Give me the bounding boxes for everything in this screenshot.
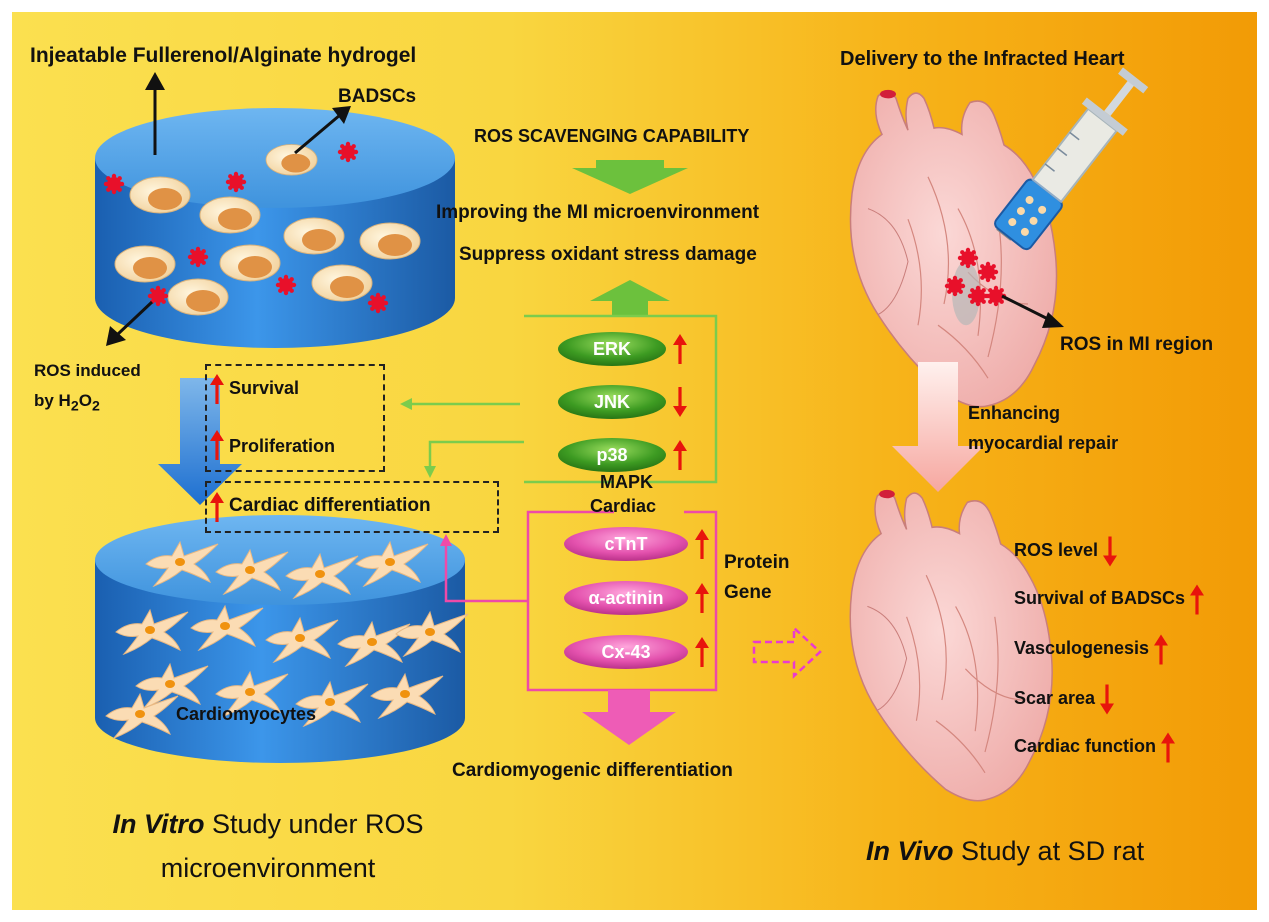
mapk-box	[524, 314, 718, 484]
outcome-trend-down-icon	[1100, 684, 1114, 715]
cardiac-differentiation-label: Cardiac differentiation	[229, 495, 431, 516]
blue-down-arrow	[158, 378, 242, 505]
cardiomyocyte-cylinder	[95, 515, 469, 763]
protein-label: Protein	[724, 552, 790, 573]
differentiation-box	[205, 481, 499, 533]
dashed-arrow	[752, 625, 822, 679]
in-vivo-caption: In Vivo Study at SD rat	[866, 836, 1144, 867]
gene-label: Gene	[724, 582, 772, 603]
outcome-cardiac-function: Cardiac function	[1014, 736, 1157, 756]
ros-mi-region-label: ROS in MI region	[1060, 334, 1214, 355]
cardiac-trend-up-icon	[695, 529, 709, 559]
green-up-arrow	[590, 280, 670, 316]
suppress-stress-label: Suppress oxidant stress damage	[459, 244, 757, 265]
outcome-trend-up-icon	[1154, 634, 1168, 665]
in-vivo-italic: In Vivo	[866, 836, 954, 866]
improving-mi-label: Improving the MI microenvironment	[436, 202, 760, 223]
outcome-scar-area: Scar area	[1014, 688, 1096, 708]
syringe	[994, 67, 1149, 251]
cardiac-trend-up-icon	[695, 583, 709, 613]
ros-scavenging-label: ROS SCAVENGING CAPABILITY	[474, 126, 750, 146]
mapk-pill-label: p38	[596, 445, 627, 465]
cardiac-label: Cardiac	[590, 496, 657, 516]
ros-induced-line1: ROS induced	[34, 361, 141, 380]
cardiac-pill-2: Cx-43	[564, 635, 709, 669]
ros-induced-sub1: 2	[70, 398, 79, 415]
outcome-trend-up-icon	[1161, 732, 1175, 763]
outcome-trend-down-icon	[1103, 536, 1117, 567]
cardiac-pill-1: α-actinin	[564, 581, 709, 615]
mapk-pill-1: JNK	[558, 385, 687, 419]
in-vitro-rest: Study under ROS	[204, 809, 424, 839]
ros-induced-label: ROS induced by H2O2	[34, 356, 141, 421]
in-vivo-rest: Study at SD rat	[953, 836, 1145, 866]
ros-induced-line2: by H2O2	[34, 386, 141, 421]
mapk-trend-down-icon	[673, 387, 687, 417]
ros-induced-o: O	[78, 391, 92, 410]
in-vitro-line1: In Vitro Study under ROS	[68, 802, 468, 846]
badscs-label: BADSCs	[338, 86, 417, 107]
mapk-pill-2: p38	[558, 438, 687, 472]
mapk-pill-label: JNK	[594, 392, 630, 412]
cardiac-trend-up-icon	[695, 637, 709, 667]
enhancing-label: Enhancing myocardial repair	[968, 398, 1118, 458]
in-vitro-line2: microenvironment	[160, 853, 376, 883]
ros-induced-sub2: 2	[91, 398, 100, 415]
delivery-title: Delivery to the Infracted Heart	[840, 48, 1125, 70]
mapk-label: MAPK	[600, 472, 653, 492]
survival-proliferation-box	[205, 364, 385, 472]
cardiac-pill-label: cTnT	[605, 534, 648, 554]
mapk-pill-label: ERK	[593, 339, 631, 359]
enhancing-line2: myocardial repair	[968, 433, 1119, 453]
pink-down-arrow	[582, 690, 676, 745]
cardiac-pill-label: Cx-43	[601, 642, 650, 662]
mapk-pills: ERK JNK p38	[558, 332, 687, 472]
proliferation-label: Proliferation	[229, 436, 336, 456]
outcome-vasculogenesis: Vasculogenesis	[1014, 638, 1150, 658]
ros-induced-prefix: by H	[34, 391, 71, 410]
mapk-trend-up-icon	[673, 334, 687, 364]
infarcted-heart	[849, 89, 1058, 408]
hydrogel-title: Injeatable Fullerenol/Alginate hydrogel	[30, 44, 417, 67]
enhancing-line1: Enhancing	[968, 403, 1061, 423]
outcome-ros-level: ROS level	[1014, 540, 1099, 560]
green-down-arrow	[572, 160, 688, 194]
survival-label: Survival	[229, 378, 300, 398]
repair-down-arrow	[892, 362, 984, 492]
hydrogel-cylinder	[95, 108, 455, 348]
cardiac-pill-label: α-actinin	[588, 588, 663, 608]
cardiomyocytes-label: Cardiomyocytes	[176, 704, 317, 724]
cardiac-pill-0: cTnT	[564, 527, 709, 561]
outcome-trend-up-icon	[1190, 584, 1204, 615]
in-vitro-italic: In Vitro	[112, 809, 205, 839]
mapk-pill-0: ERK	[558, 332, 687, 366]
in-vitro-caption: In Vitro Study under ROS microenvironmen…	[68, 802, 468, 890]
mapk-trend-up-icon	[673, 440, 687, 470]
outcome-survival: Survival of BADSCs	[1014, 588, 1186, 608]
cardiomyogenic-label: Cardiomyogenic differentiation	[452, 760, 733, 781]
